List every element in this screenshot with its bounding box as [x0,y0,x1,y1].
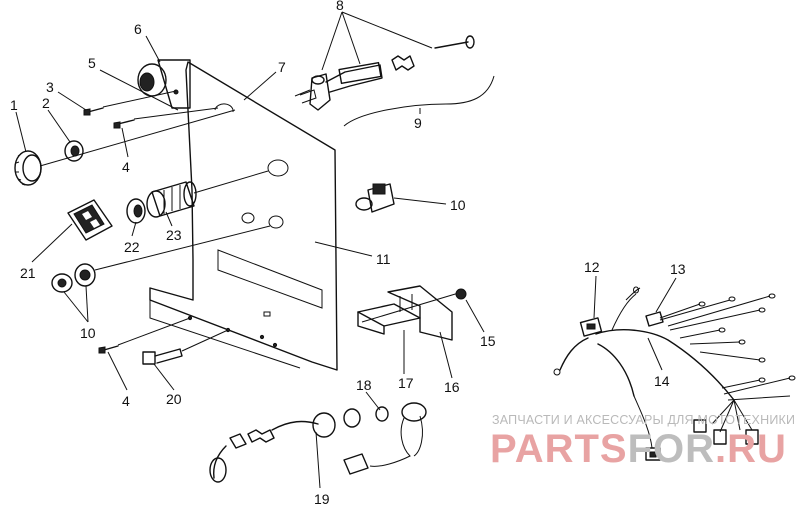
callout-19: 19 [314,491,330,506]
callout-labels: 1 2 3 4 4 5 6 7 8 9 10 10 11 12 13 14 15… [10,0,686,506]
callout-2: 2 [42,95,50,111]
callout-10-lower: 10 [80,325,96,341]
callout-12: 12 [584,259,600,275]
watermark-logo: PARTSFOR.RU [490,427,787,471]
leader-lines [15,11,677,489]
switch-bracket [137,59,191,109]
nut-15 [455,288,467,300]
callout-14: 14 [654,373,670,389]
callout-10-upper: 10 [450,197,466,213]
watermark-logo-parts: PARTS [490,427,628,471]
washer-2 [64,140,84,162]
callout-20: 20 [166,391,182,407]
callout-13: 13 [670,261,686,277]
bolt-20 [142,329,229,365]
bracket-9-brace [343,75,495,127]
watermark-logo-ru: .RU [715,427,787,471]
callout-22: 22 [124,239,140,255]
spacer-17 [357,291,463,335]
switch-23 [146,170,269,218]
harness-19 [209,402,427,483]
screw-3 [83,107,104,116]
callout-1: 1 [10,97,18,113]
callout-17: 17 [398,375,414,391]
callout-11: 11 [376,251,391,267]
callout-21: 21 [20,265,36,281]
callout-3: 3 [46,79,54,95]
callout-5: 5 [88,55,96,71]
watermark-tagline: ЗАПЧАСТИ И АКСЕССУАРЫ ДЛЯ МОТОТЕХНИКИ [492,413,795,427]
callout-4-lower: 4 [122,393,130,409]
wiring-harness-14 [553,286,796,461]
callout-15: 15 [480,333,496,349]
callout-8: 8 [336,0,344,13]
callout-18: 18 [356,377,372,393]
callout-6: 6 [134,21,142,37]
nut-22 [126,198,146,224]
callout-7: 7 [278,59,286,75]
callout-9: 9 [414,115,422,131]
toggle-switch-10 [355,183,395,213]
lever-assembly-8 [294,35,475,111]
watermark: ЗАПЧАСТИ И АКСЕССУАРЫ ДЛЯ МОТОТЕХНИКИ PA… [490,413,795,471]
callout-16: 16 [444,379,460,395]
spacer-16 [387,285,453,341]
callout-23: 23 [166,227,182,243]
screw-4-lower [98,317,191,354]
screw-4-upper [113,119,135,129]
switch-21 [67,199,113,241]
nuts-10-lower [51,225,271,293]
callout-4-upper: 4 [122,159,130,175]
watermark-logo-for: FOR [628,427,715,471]
nut-1 [14,150,42,186]
